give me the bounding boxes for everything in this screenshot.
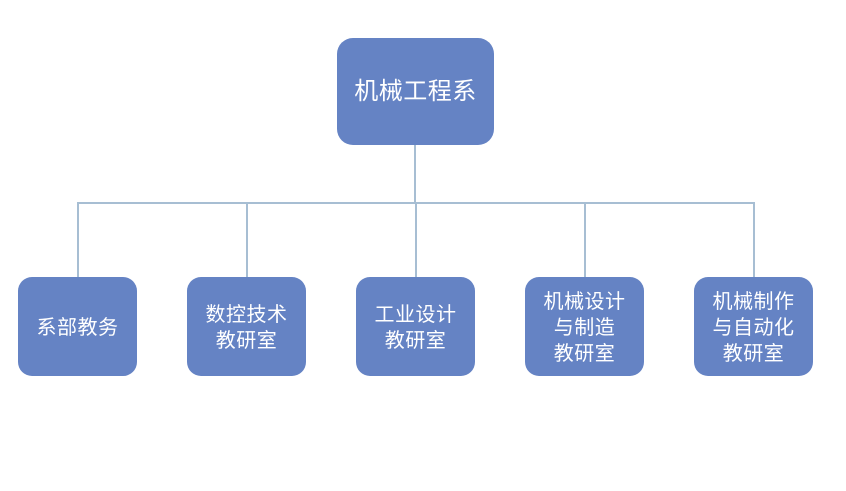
org-node-child-4-label: 机械制作 与自动化 教研室	[712, 288, 795, 365]
org-node-child-0-label: 系部教务	[36, 314, 119, 339]
org-node-child-1[interactable]: 数控技术 教研室	[187, 277, 306, 376]
connector-stem-child-4	[753, 202, 755, 278]
connector-stem-child-0	[77, 202, 79, 278]
org-node-child-3[interactable]: 机械设计 与制造 教研室	[525, 277, 644, 376]
connector-stem-child-2	[415, 202, 417, 278]
org-node-child-2-label: 工业设计 教研室	[374, 301, 457, 352]
connector-stem-child-3	[584, 202, 586, 278]
org-node-child-1-label: 数控技术 教研室	[205, 301, 288, 352]
connector-root-stem	[414, 145, 416, 204]
org-node-root-label: 机械工程系	[354, 76, 477, 105]
connector-stem-child-1	[246, 202, 248, 278]
org-node-child-0[interactable]: 系部教务	[18, 277, 137, 376]
org-node-child-3-label: 机械设计 与制造 教研室	[543, 288, 626, 365]
org-node-child-4[interactable]: 机械制作 与自动化 教研室	[694, 277, 813, 376]
org-node-root[interactable]: 机械工程系	[337, 38, 494, 145]
org-node-child-2[interactable]: 工业设计 教研室	[356, 277, 475, 376]
